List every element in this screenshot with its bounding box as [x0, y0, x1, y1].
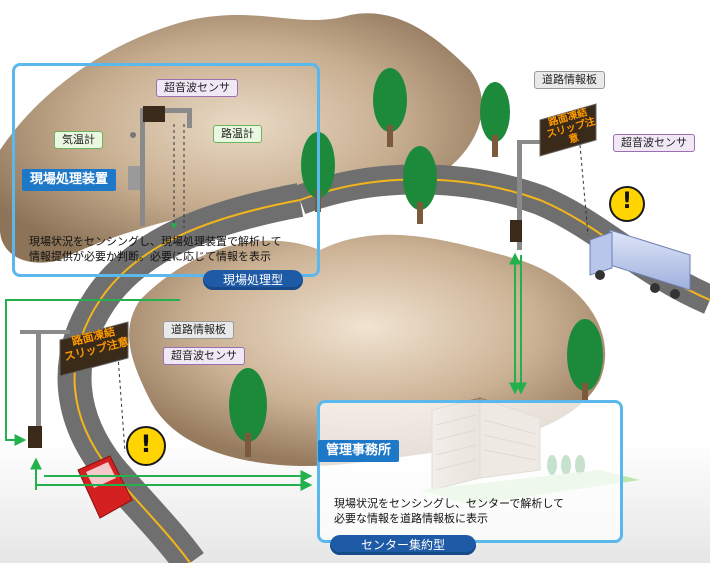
ultrasonic-sensor-callout-top: 超音波センサ	[156, 79, 238, 97]
road-info-board-callout-left: 道路情報板	[163, 321, 234, 339]
onsite-processing-frame	[12, 63, 320, 277]
onsite-device-label: 現場処理装置	[22, 169, 117, 191]
management-office-label: 管理事務所	[318, 440, 400, 462]
onsite-type-badge: 現場処理型	[203, 270, 303, 290]
road-thermometer-callout: 路温計	[213, 125, 262, 143]
center-caption: 現場状況をセンシングし、センターで解析して 必要な情報を道路情報板に表示	[334, 497, 565, 525]
ultrasonic-sensor-callout-left: 超音波センサ	[163, 347, 245, 365]
center-type-badge: センター集約型	[330, 535, 476, 555]
ultrasonic-beam-left	[117, 355, 126, 453]
truck	[589, 229, 691, 299]
warning-icon-left: !	[140, 430, 152, 458]
onsite-caption: 現場状況をセンシングし、現場処理装置で解析して 情報提供が必要か判断。必要に応じ…	[29, 235, 282, 263]
data-flow-arrows	[5, 252, 527, 491]
warning-circle-right	[609, 186, 645, 222]
road-info-board-callout-right: 道路情報板	[534, 71, 605, 89]
right-sign-pole	[510, 103, 597, 250]
gantry-sensor-pole	[128, 106, 192, 226]
left-sign-pole	[20, 321, 129, 448]
ultrasonic-sensor-callout-right: 超音波センサ	[613, 134, 695, 152]
air-thermometer-callout: 気温計	[54, 131, 103, 149]
warning-icon-right: !	[621, 189, 633, 214]
